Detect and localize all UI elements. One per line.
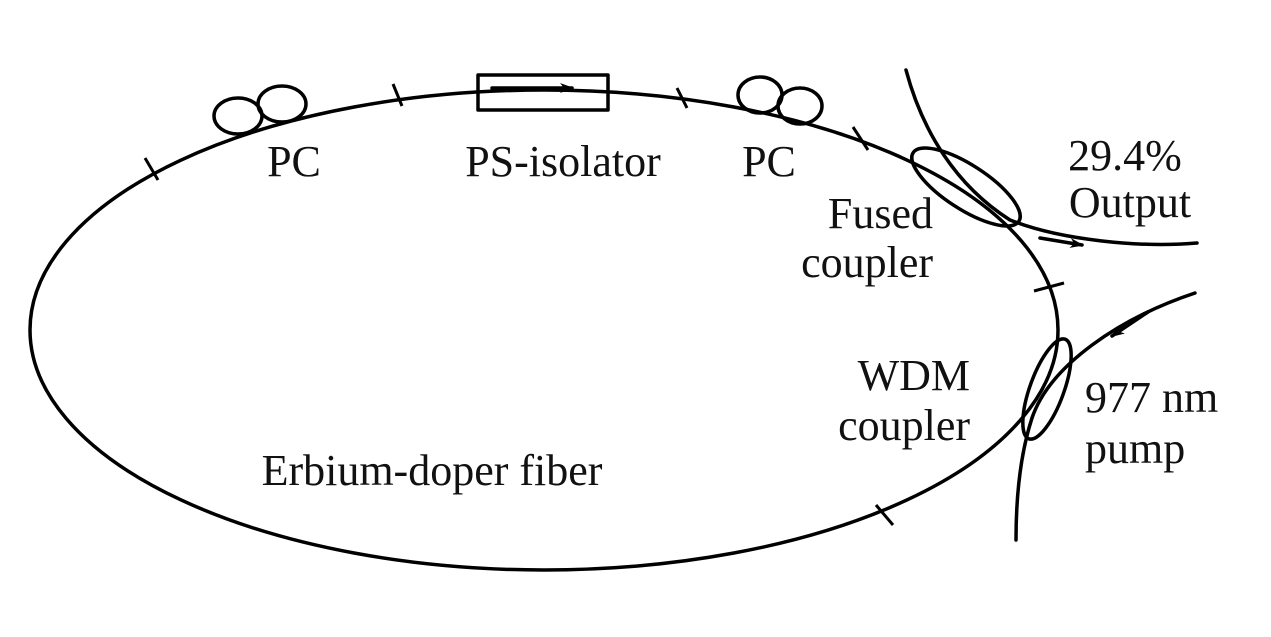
pump-fiber	[1014, 291, 1197, 542]
splice-mark	[1033, 281, 1065, 293]
splice-mark	[391, 83, 404, 107]
output-arrow	[1038, 236, 1084, 248]
output-percent-label: 29.4%	[1068, 131, 1182, 180]
wdm-coupler-label-line1: WDM	[858, 351, 970, 400]
output-fiber	[904, 68, 1199, 247]
pump-label-line2: pump	[1085, 424, 1185, 473]
polarization-controller-right	[736, 75, 824, 126]
isolator-component	[476, 73, 610, 112]
pc-left-label: PC	[267, 137, 321, 186]
splice-mark	[675, 87, 689, 109]
splice-mark	[143, 157, 160, 181]
fused-coupler-label-line1: Fused	[828, 189, 933, 238]
fused-coupler-label-line2: coupler	[801, 238, 933, 287]
wdm-coupler-ellipse	[1021, 337, 1073, 441]
output-label: Output	[1069, 178, 1191, 227]
pump-arrow	[1110, 310, 1150, 338]
splice-mark	[851, 126, 870, 151]
splice-marks	[143, 83, 1065, 526]
pc-right-label: PC	[742, 137, 796, 186]
pump-label-line1: 977 nm	[1085, 373, 1218, 422]
isolator-label: PS-isolator	[465, 137, 661, 186]
fiber-ring	[28, 88, 1060, 572]
splice-mark	[874, 504, 895, 526]
polarization-controller-left	[212, 84, 308, 136]
fused-coupler-ellipse	[910, 146, 1022, 228]
wdm-coupler-label-line2: coupler	[838, 401, 970, 450]
fiber-label: Erbium-doper fiber	[262, 446, 603, 495]
